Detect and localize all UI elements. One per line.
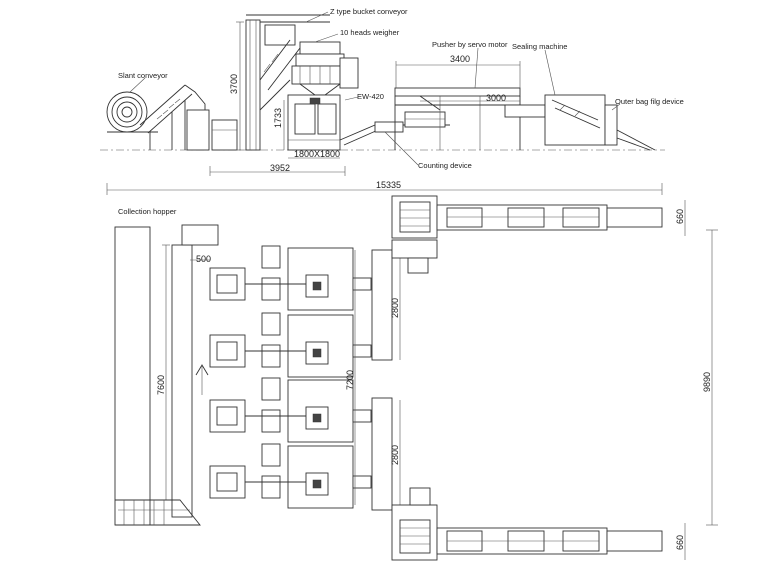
- dim-500: 500: [196, 254, 211, 264]
- dim-3400: 3400: [450, 54, 470, 64]
- label-counting-device: Counting device: [418, 161, 472, 170]
- label-slant-conveyor: Slant conveyor: [118, 71, 168, 80]
- feeder-box: [186, 109, 210, 151]
- z-bucket-conveyor: [245, 14, 330, 151]
- outer-bag-device: [604, 104, 656, 151]
- side-elevation-view: [100, 11, 665, 195]
- servo-pusher: [394, 87, 546, 150]
- packing-unit-1: [209, 245, 372, 311]
- plan-view: [114, 195, 718, 561]
- label-outer-bag: Outer bag filg device: [615, 97, 684, 106]
- dim-3000: 3000: [486, 93, 506, 103]
- dim-7200: 7200: [345, 370, 355, 390]
- packing-unit-3: [209, 377, 372, 443]
- label-z-bucket: Z type bucket conveyor: [330, 7, 408, 16]
- bottom-pack-line: [391, 487, 663, 561]
- dim-9890: 9890: [702, 372, 712, 392]
- label-collection-hopper: Collection hopper: [118, 207, 177, 216]
- collection-hopper: [181, 224, 219, 246]
- dim-1733: 1733: [273, 108, 283, 128]
- dim-660-lower: 660: [675, 535, 685, 550]
- packing-unit-4: [209, 443, 372, 509]
- multihead-weigher: [291, 41, 359, 96]
- dim-1800: 1800X1800: [294, 149, 340, 159]
- label-heads-weigher: 10 heads weigher: [340, 28, 400, 37]
- transfer-conveyor-lower: [371, 397, 393, 511]
- slant-conveyor: [106, 84, 206, 150]
- sealing-machine: [544, 94, 606, 146]
- label-ew420: EW-420: [357, 92, 384, 101]
- counting-device: [374, 121, 404, 133]
- label-sealing: Sealing machine: [512, 42, 567, 51]
- transfer-conveyor-upper: [371, 249, 393, 361]
- dim-3952: 3952: [270, 163, 290, 173]
- collection-conveyor: [114, 226, 151, 526]
- feeder-tank: [211, 119, 238, 151]
- dim-660-upper: 660: [675, 209, 685, 224]
- dim-2800-lower: 2800: [390, 445, 400, 465]
- dim-3700: 3700: [229, 74, 239, 94]
- top-pack-line: [391, 195, 663, 274]
- packing-unit-2: [209, 312, 372, 378]
- packing-machine-ew420: [287, 94, 341, 151]
- dim-15335: 15335: [376, 180, 401, 190]
- dim-2800-upper: 2800: [390, 298, 400, 318]
- label-pusher: Pusher by servo motor: [432, 40, 508, 49]
- dim-7600: 7600: [156, 375, 166, 395]
